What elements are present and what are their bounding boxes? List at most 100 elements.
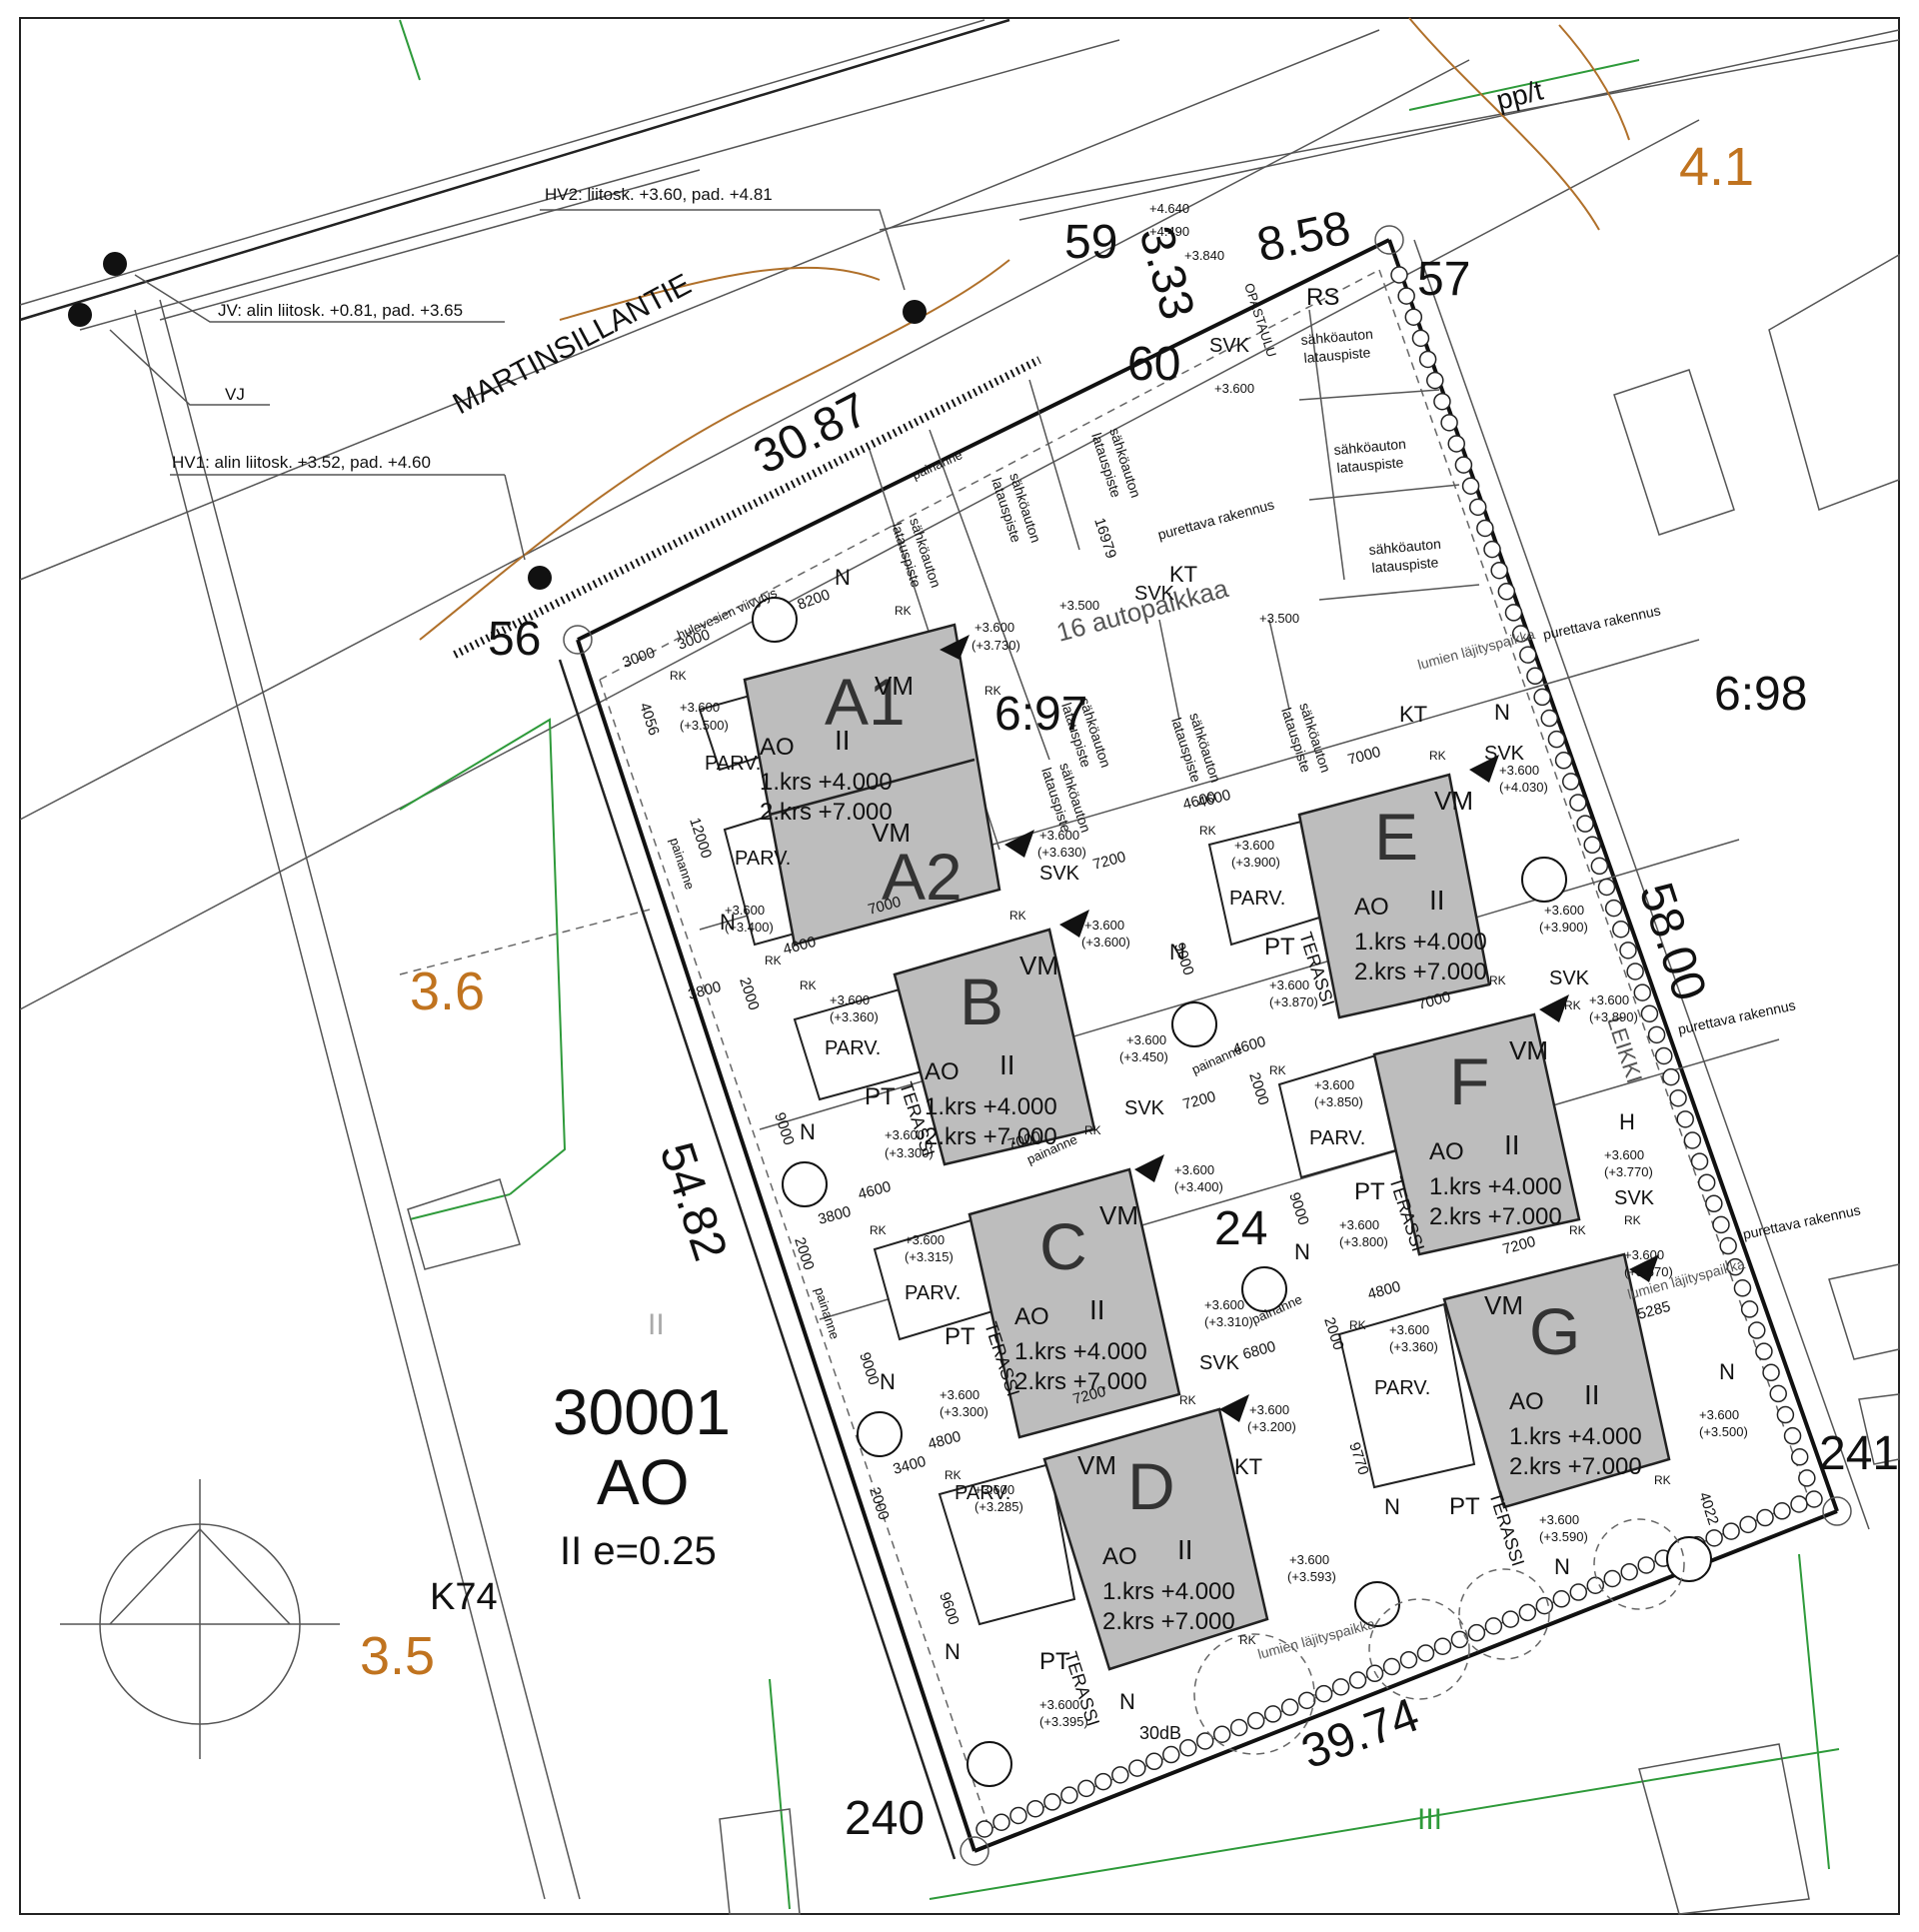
charging-label-top: sähköauton <box>1368 536 1442 558</box>
level-p3600: +3.600 <box>1289 1552 1329 1567</box>
hedge-shrub <box>1382 1657 1401 1676</box>
dimension-d4600: 4600 <box>1196 787 1233 812</box>
level-g5: (+3.900) <box>1539 920 1588 935</box>
building-vm-c: VM <box>1099 1200 1138 1230</box>
hedge-shrub <box>1683 1131 1702 1149</box>
dimension-d5285: 5285 <box>1636 1298 1673 1323</box>
hedge-shrub <box>1263 1705 1282 1723</box>
n-label: N <box>1554 1554 1570 1579</box>
hedge-shrub <box>1128 1759 1146 1777</box>
hedge-shrub <box>1060 1786 1078 1804</box>
building-k1-b: 1.krs +4.000 <box>925 1093 1057 1120</box>
parv-label: PARV. <box>1309 1127 1365 1149</box>
level-t4490: +4.490 <box>1149 224 1189 239</box>
north-arrow-symbol <box>60 1479 340 1759</box>
property-boundary <box>134 238 1870 1900</box>
level-g4: (+3.500) <box>1699 1424 1748 1439</box>
level-t4640: +4.640 <box>1149 201 1189 216</box>
building-f <box>1372 1012 1581 1256</box>
hedge-shrub <box>1418 350 1437 369</box>
hedge-shrub <box>1647 1025 1666 1044</box>
n-label: N <box>880 1369 896 1394</box>
hedge-shrub <box>1547 730 1566 749</box>
building-k1-g: 1.krs +4.000 <box>1509 1423 1642 1450</box>
building-id-b: B <box>960 965 1003 1038</box>
building-c <box>967 1167 1181 1439</box>
level-f3: (+3.800) <box>1339 1234 1388 1249</box>
kt-label: KT <box>1399 702 1427 727</box>
dimension-d16979: 16979 <box>1090 516 1119 561</box>
parv-label: PARV. <box>1374 1377 1430 1399</box>
dimension-d7200: 7200 <box>1091 849 1128 874</box>
h-label: H <box>1619 1109 1635 1134</box>
hedge-shrub <box>1426 371 1444 390</box>
dimension-d4600: 4600 <box>782 934 819 959</box>
level-e: (+4.030) <box>1499 780 1548 795</box>
building-use-b: AO <box>925 1058 960 1085</box>
green-lines <box>399 19 1840 1910</box>
corner-57: 57 <box>1417 253 1470 306</box>
rk-label: RK <box>1654 1473 1671 1487</box>
ref-3-5: 3.5 <box>360 1626 435 1686</box>
hedge-shrub <box>1526 667 1544 686</box>
building-floors-c: II <box>1089 1294 1105 1325</box>
level-p3600: +3.600 <box>1039 1697 1079 1712</box>
rk-label: RK <box>1269 1063 1286 1077</box>
hedge-shrub <box>1654 1046 1673 1065</box>
building-id-f: F <box>1449 1044 1489 1118</box>
rk-label: RK <box>1009 909 1026 923</box>
dimension-d9000: 9000 <box>771 1110 797 1147</box>
trees <box>752 597 1712 1787</box>
n-label: N <box>720 910 736 935</box>
dimension-d4600: 4600 <box>857 1178 894 1203</box>
dimension-d4800: 4800 <box>927 1428 963 1453</box>
building-k2-c: 2.krs +7.000 <box>1014 1368 1147 1395</box>
n-label: N <box>1119 1689 1135 1714</box>
yard-g <box>1337 1302 1476 1489</box>
hedge-shrub <box>1722 1522 1740 1540</box>
level-p3500: +3.500 <box>1259 611 1299 626</box>
hedge-shrub <box>1805 1490 1823 1508</box>
dimension-d4600: 4600 <box>1231 1033 1268 1058</box>
k74-label: K74 <box>430 1576 498 1618</box>
hedge-shrub <box>1620 1562 1638 1581</box>
building-id-d: D <box>1127 1449 1175 1523</box>
building-use-a1: AO <box>760 734 795 761</box>
charging-label-bottom: latauspiste <box>1371 554 1439 576</box>
level-p3600: +3.600 <box>940 1387 979 1402</box>
entrance-arrows <box>940 635 1659 1422</box>
hedge-shrub <box>1433 392 1451 411</box>
n-label: N <box>1719 1359 1735 1384</box>
hedge-shrub <box>1697 1173 1716 1191</box>
hedge-shrub <box>1504 604 1523 622</box>
hedge-shrub <box>1404 308 1423 326</box>
rk-label: RK <box>1084 1123 1101 1137</box>
charging-label-bottom: latauspiste <box>1303 344 1371 366</box>
pt-label: PT <box>1039 1648 1070 1675</box>
level-d4: (+3.395) <box>1039 1714 1088 1729</box>
building-a <box>743 623 1001 947</box>
level-p3600: +3.600 <box>1249 1402 1289 1417</box>
label-painanne-5: painanne <box>667 836 698 892</box>
level-g: (+3.670) <box>1624 1264 1673 1279</box>
vj-label: VJ <box>225 385 245 404</box>
hedge-shrub <box>1790 1495 1808 1513</box>
rk-label: RK <box>984 684 1001 698</box>
hedge-shrub <box>1633 983 1652 1001</box>
building-b <box>893 928 1096 1166</box>
level-c: (+3.400) <box>1174 1179 1223 1194</box>
level-e2: (+3.900) <box>1231 855 1280 870</box>
dimension-d12000: 12000 <box>686 816 715 861</box>
building-use-g: AO <box>1509 1388 1544 1415</box>
building-vm-a1: VM <box>875 671 914 701</box>
charging-label-bottom: latauspiste <box>1336 454 1404 476</box>
level-d3: (+3.593) <box>1287 1569 1336 1584</box>
rk-label: RK <box>800 978 817 992</box>
building-vm-a2: VM <box>872 818 911 848</box>
building-k1-d: 1.krs +4.000 <box>1102 1578 1235 1605</box>
level-p3600: +3.600 <box>1204 1297 1244 1312</box>
hedge-shrub <box>1540 709 1559 728</box>
label-ii: II <box>648 1308 665 1341</box>
parv-label: PARV. <box>905 1282 960 1304</box>
